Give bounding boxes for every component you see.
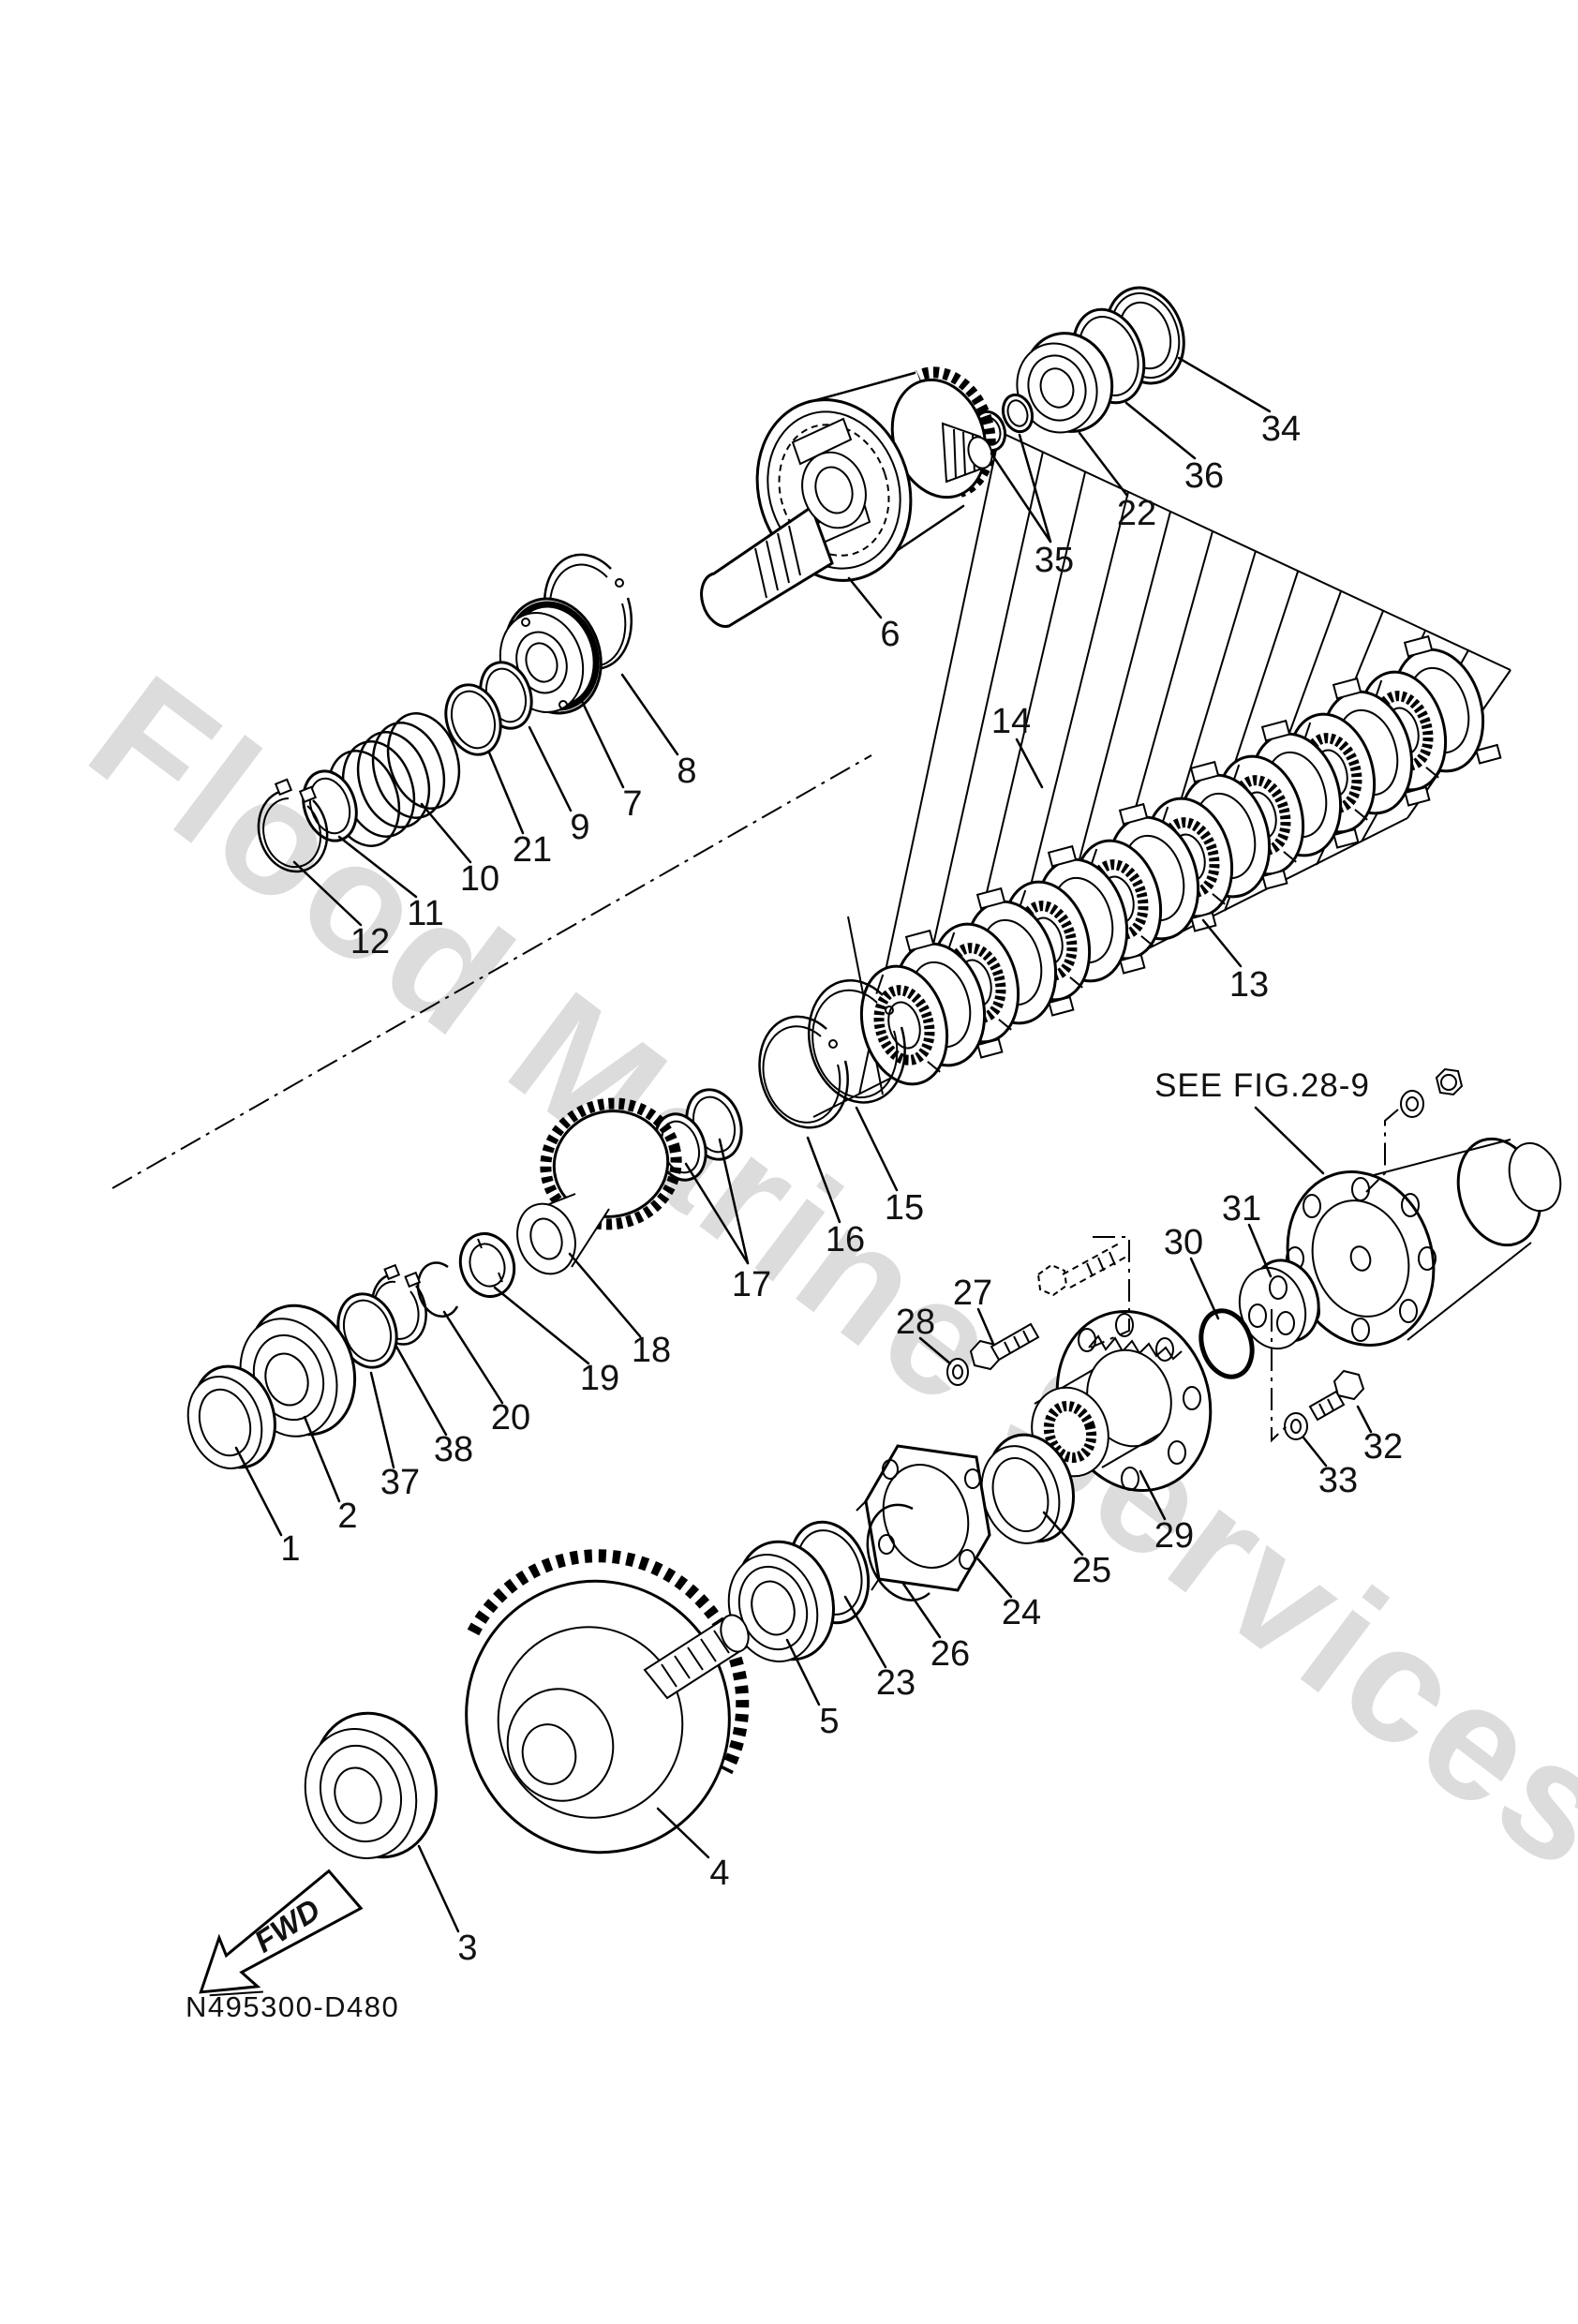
label-12: 12: [350, 922, 390, 961]
label-16: 16: [826, 1220, 865, 1259]
part-number-labels: 1 2 3 4 5 6 7 8 9 10 11 12 13 14 15 16 1…: [280, 410, 1403, 1968]
label-23: 23: [876, 1663, 916, 1703]
label-25: 25: [1072, 1551, 1111, 1590]
part-25-ring: [980, 1433, 1076, 1544]
leader-lines: [234, 356, 1373, 1933]
part-2-bearing: [239, 1304, 357, 1438]
label-29: 29: [1154, 1516, 1194, 1556]
label-32: 32: [1363, 1427, 1403, 1467]
label-21: 21: [513, 830, 552, 870]
part-1-seal: [186, 1364, 276, 1469]
centerline: [112, 754, 872, 1189]
part-11-washer: [302, 769, 358, 842]
part-19-spacer: [458, 1232, 516, 1298]
part-3-bearing: [304, 1711, 438, 1859]
label-33: 33: [1318, 1461, 1358, 1500]
label-13: 13: [1229, 965, 1269, 1005]
part-4-drive-gear: [465, 1549, 750, 1855]
label-3: 3: [457, 1929, 477, 1968]
label-8: 8: [677, 752, 696, 791]
coupling-nut-washer: [1400, 1067, 1464, 1118]
part-6-clutch-drum: [700, 366, 996, 628]
clutch-plate-stack: [849, 624, 1502, 1094]
label-26: 26: [930, 1634, 970, 1674]
part-33-washer: [1284, 1412, 1308, 1440]
bolt-centerline: [1090, 1236, 1130, 1348]
part-15-snap-ring: [807, 979, 906, 1104]
label-10: 10: [460, 859, 499, 899]
label-20: 20: [491, 1398, 530, 1438]
label-5: 5: [819, 1702, 839, 1741]
label-27: 27: [953, 1274, 992, 1313]
label-24: 24: [1002, 1593, 1041, 1632]
label-6: 6: [880, 615, 900, 654]
part-31-damper: [1238, 1259, 1320, 1350]
label-15: 15: [885, 1188, 924, 1228]
part-32-bolt: [1308, 1369, 1365, 1422]
label-37: 37: [380, 1463, 420, 1502]
label-14: 14: [991, 702, 1031, 741]
part-18-pinion-gear: [516, 1097, 682, 1275]
part-21-ring: [444, 683, 502, 756]
label-11: 11: [407, 894, 443, 933]
part-22-bearing: [1016, 332, 1114, 434]
label-2: 2: [337, 1497, 357, 1536]
label-4: 4: [709, 1854, 729, 1893]
part-26-snap-ring: [866, 1503, 930, 1601]
label-28: 28: [896, 1303, 935, 1342]
bolt32-centerline: [1271, 1309, 1290, 1443]
label-38: 38: [434, 1430, 473, 1469]
label-30: 30: [1164, 1223, 1203, 1262]
label-31: 31: [1222, 1189, 1261, 1229]
label-22: 22: [1117, 494, 1156, 533]
part-29-hub-flange: [1031, 1309, 1213, 1493]
installed-bolt-phantom: [1036, 1242, 1129, 1297]
part-5-bearing: [727, 1540, 836, 1662]
part-code: N495300-D480: [186, 1990, 399, 2023]
part-28-washer: [946, 1358, 969, 1386]
label-9: 9: [570, 808, 589, 847]
part-12-circlip: [257, 778, 329, 873]
label-36: 36: [1184, 456, 1224, 496]
part-27-bolt: [969, 1322, 1040, 1371]
see-fig-note: SEE FIG.28-9: [1154, 1067, 1370, 1104]
label-1: 1: [280, 1529, 300, 1569]
part-16-snap-ring: [758, 1015, 849, 1129]
part-24-bearing-housing: [856, 1444, 991, 1592]
label-17: 17: [732, 1265, 771, 1304]
part-37-ring: [336, 1292, 398, 1369]
label-34: 34: [1261, 410, 1301, 449]
label-35: 35: [1035, 541, 1074, 580]
label-7: 7: [622, 784, 642, 824]
part-20-snap-ring: [416, 1261, 459, 1318]
label-18: 18: [632, 1331, 671, 1370]
label-19: 19: [580, 1359, 619, 1398]
fwd-arrow: FWD: [199, 1869, 364, 1997]
nut-centerline: [1365, 1109, 1399, 1193]
